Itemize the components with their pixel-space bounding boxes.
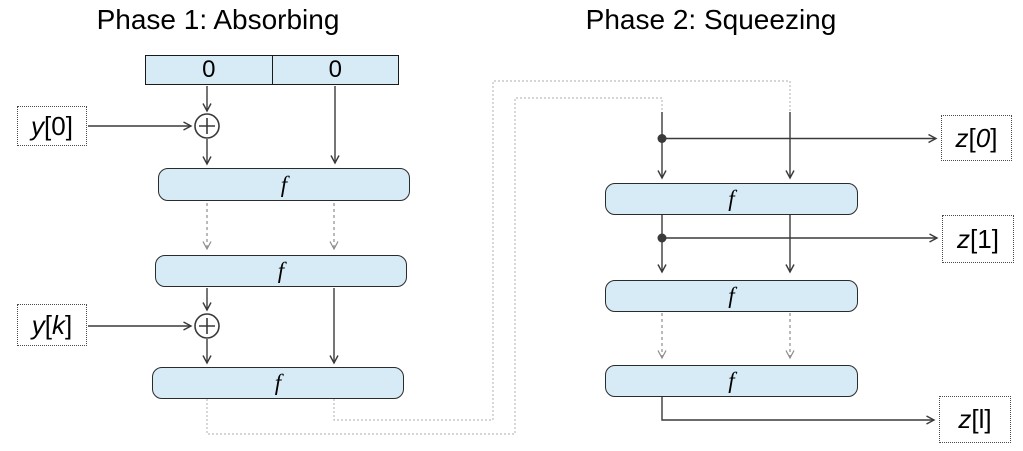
feedback-path: [206, 80, 791, 435]
junction-dot: [657, 134, 667, 143]
squeeze-f-box-1: f: [605, 183, 858, 215]
repeat-dashed-arrows: [202, 203, 795, 360]
input-index: k: [52, 309, 65, 340]
output-var: z: [958, 404, 972, 434]
output-index: 1: [977, 223, 992, 254]
output-var: z: [955, 122, 969, 153]
output-var: z: [957, 223, 971, 254]
initial-state-register: 0 0: [145, 55, 399, 85]
absorb-f-box-1: f: [158, 168, 410, 201]
phase1-title: Phase 1: Absorbing: [96, 4, 340, 35]
input-index: 0: [51, 110, 66, 141]
input-label-y0: y[0]: [17, 106, 87, 146]
input-label-yk: y[k]: [17, 304, 87, 346]
squeezing-arrows: [657, 112, 939, 425]
output-label-zl: z[l]: [939, 396, 1011, 443]
input-var: y: [31, 110, 45, 141]
squeeze-f-box-3: f: [605, 365, 858, 397]
state-cell-rate: 0: [146, 56, 273, 84]
input-var: y: [31, 309, 45, 340]
output-index: l: [978, 404, 985, 434]
junction-dot: [657, 233, 667, 243]
absorbing-arrows: [88, 86, 340, 365]
xor-icon: [194, 313, 220, 339]
state-cell-capacity: 0: [328, 56, 342, 83]
xor-icon: [194, 113, 220, 139]
output-index: 0: [975, 122, 991, 153]
squeeze-f-box-2: f: [605, 280, 858, 312]
absorb-f-box-3: f: [152, 367, 404, 399]
output-label-z1: z[1]: [942, 215, 1014, 263]
absorb-f-box-2: f: [155, 255, 407, 287]
output-label-z0: z[0]: [941, 115, 1012, 161]
phase2-title: Phase 2: Squeezing: [585, 4, 837, 35]
